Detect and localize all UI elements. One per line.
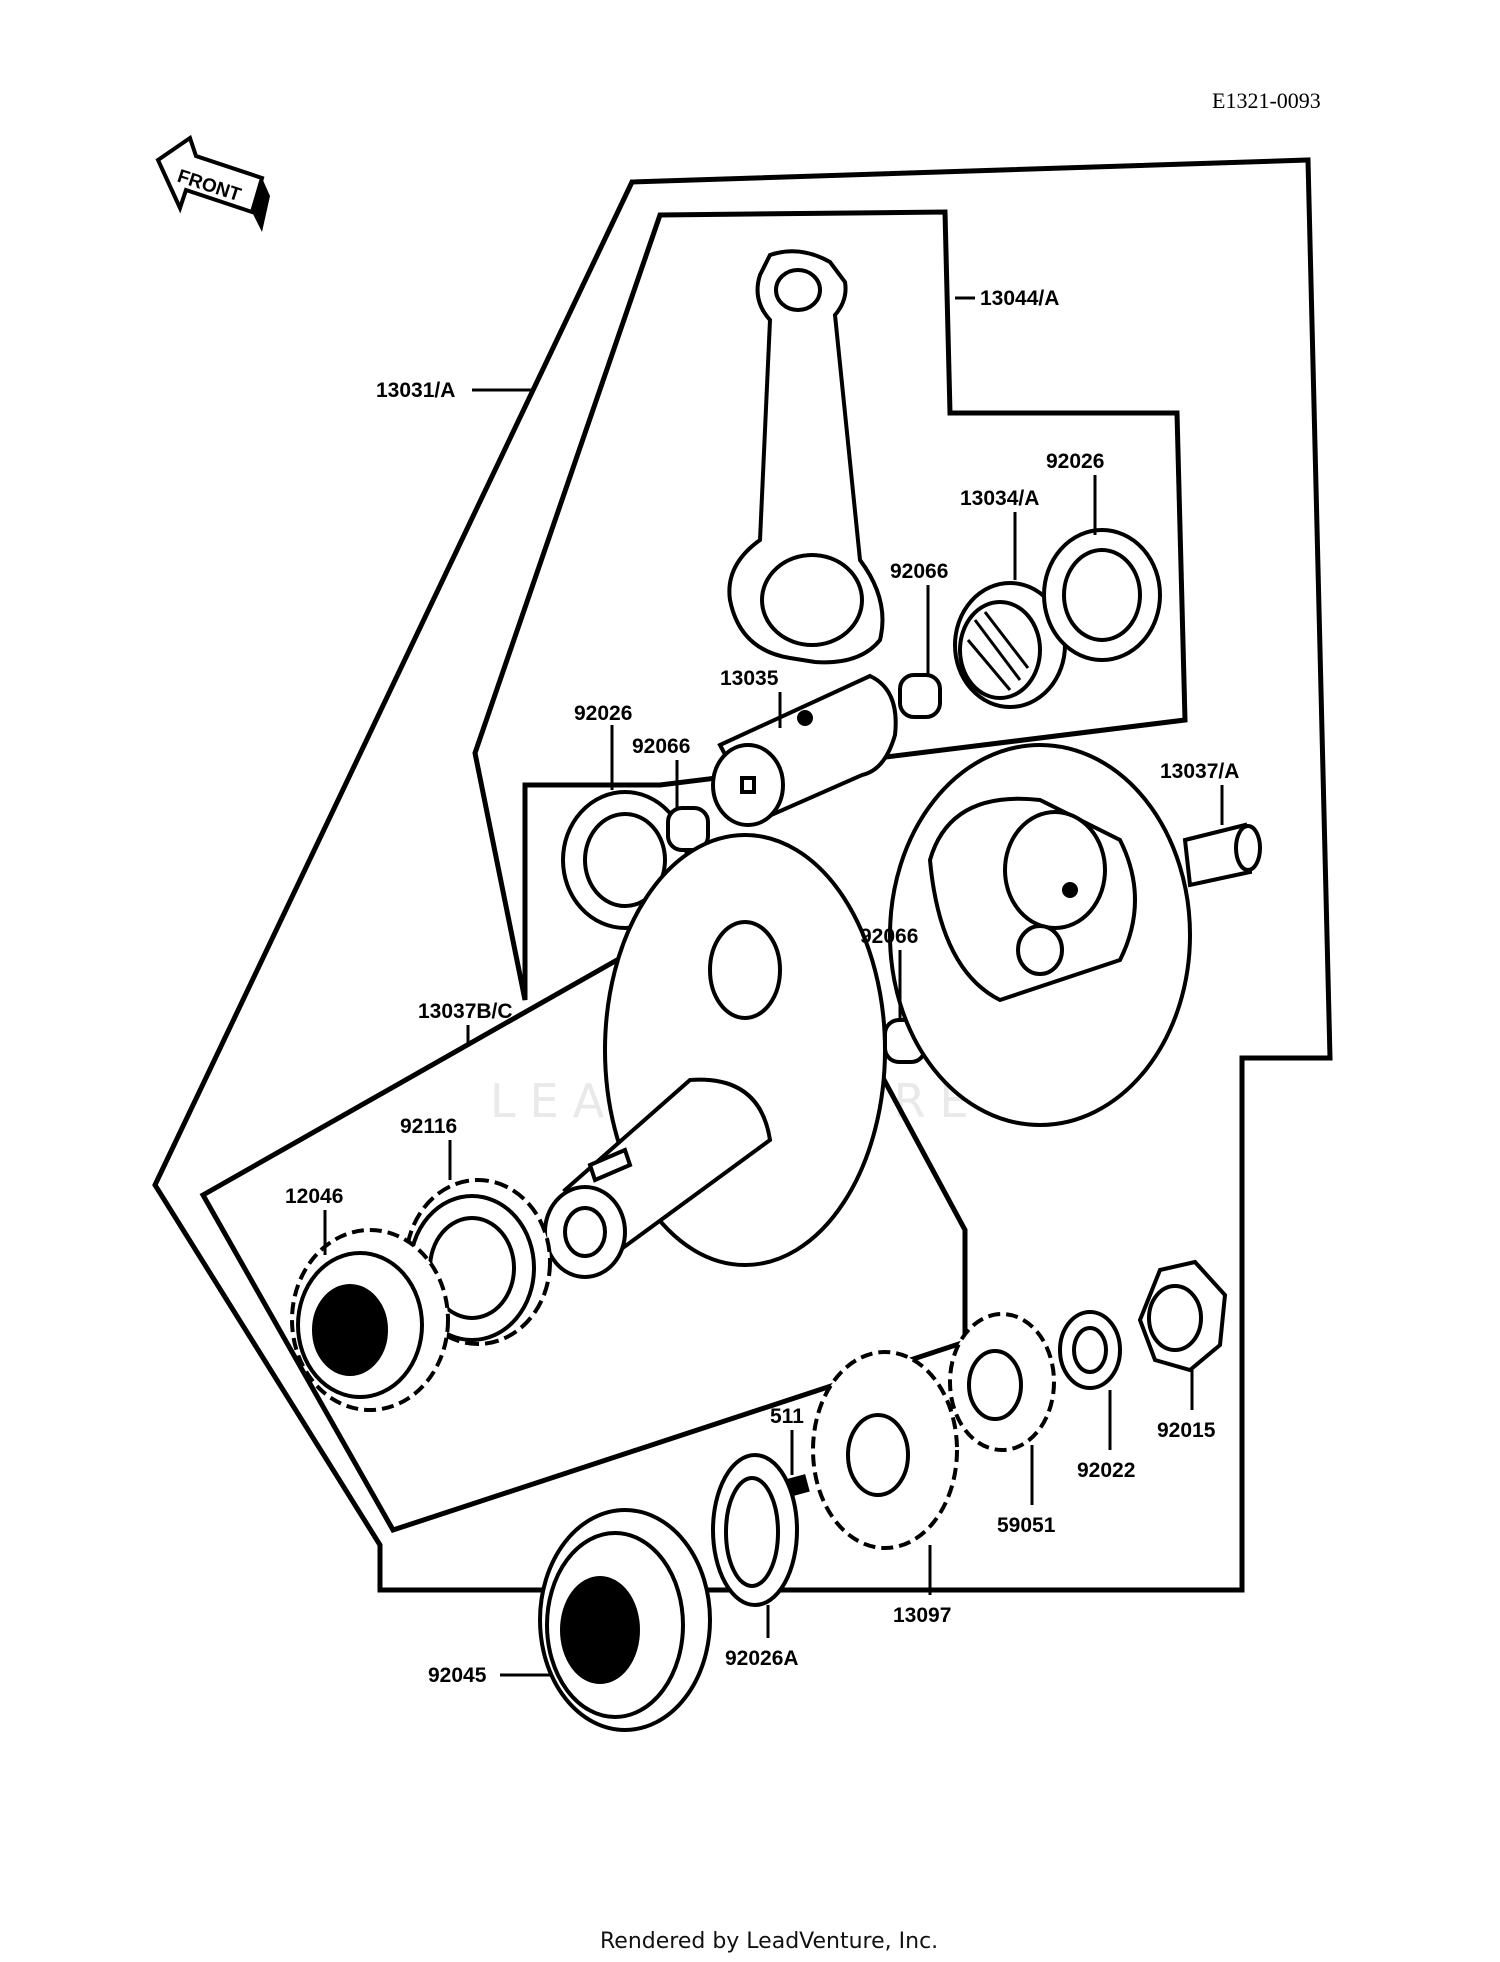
ball-bearing [538,1508,712,1732]
footer-credit: Rendered by LeadVenture, Inc. [600,1929,938,1954]
callout-92026A: 92026A [725,1647,799,1670]
front-arrow-icon: FRONT [155,134,270,232]
callout-92066-upper: 92066 [890,560,948,583]
callout-12046: 12046 [285,1185,343,1208]
crank-half-right [888,743,1262,1127]
crank-half-left [543,833,887,1279]
nut [1137,1259,1228,1373]
connecting-rod-outline [472,209,1188,1001]
leader-lines [323,296,1224,1677]
callout-92015: 92015 [1157,1419,1216,1442]
callout-92026-right: 92026 [1046,450,1104,473]
callout-13031A: 13031/A [376,379,455,402]
callout-13037A: 13037/A [1160,760,1239,783]
gear-12046 [290,1228,450,1412]
callout-13097: 13097 [893,1604,951,1627]
callout-92022: 92022 [1077,1459,1135,1482]
callout-511: 511 [770,1405,804,1428]
callout-92045: 92045 [428,1664,487,1687]
callout-92066-left: 92066 [632,735,690,758]
diagram-code: E1321-0093 [1212,88,1321,113]
callout-92066-middle: 92066 [860,925,918,948]
gear-59051 [948,1312,1056,1452]
callout-92026-left: 92026 [574,702,632,725]
connecting-rod [727,249,885,665]
crankpin [711,673,898,827]
gear-13097 [811,1350,959,1550]
callout-13034A: 13034/A [960,487,1039,510]
bushing-upper [898,673,942,719]
crankshaft-assembly-outline [152,157,1333,1593]
callout-13044A: 13044/A [980,287,1059,310]
callout-13037BC: 13037B/C [418,1000,513,1023]
callout-13035: 13035 [720,667,779,690]
callout-59051: 59051 [997,1514,1056,1537]
bushing-left [666,806,710,852]
callout-92116: 92116 [400,1115,457,1138]
